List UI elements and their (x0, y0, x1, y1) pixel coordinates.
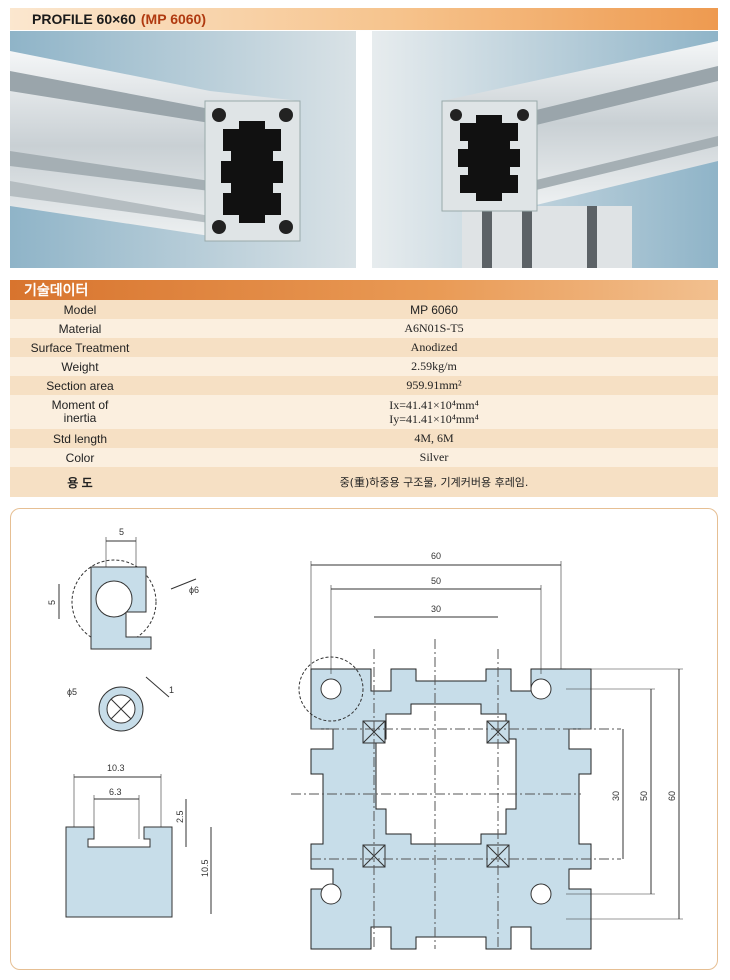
spec-value-ix: Ix=41.41×10⁴mm⁴ (389, 398, 479, 412)
dim-30-top: 30 (431, 604, 441, 614)
dim-1: 1 (169, 685, 174, 695)
spec-value: 4M, 6M (414, 431, 454, 445)
dim-2-5: 2.5 (175, 810, 185, 823)
spec-value: Silver (419, 450, 449, 464)
dim-slot-5: 5 (119, 527, 124, 537)
spec-label: Color (65, 450, 95, 465)
table-row: Std length 4M, 6M (10, 429, 718, 448)
table-row: Model MP 6060 (10, 300, 718, 319)
dim-50-side: 50 (639, 791, 649, 801)
spec-value: MP 6060 (410, 302, 458, 317)
technical-drawing: 60 50 30 30 50 60 5 5 ϕ6 ϕ5 1 10.3 6.3 2… (10, 508, 718, 970)
spec-label: Weight (61, 359, 99, 374)
spec-label: Section area (46, 378, 114, 393)
spec-section-title: 기술데이터 (10, 280, 718, 300)
dim-60-top: 60 (431, 551, 441, 561)
main-cross-section (298, 656, 592, 950)
dim-10-3: 10.3 (107, 763, 125, 773)
dim-10-5: 10.5 (200, 859, 210, 877)
spec-label: Model (63, 302, 97, 317)
profile-title: PROFILE 60×60 (32, 11, 136, 27)
dim-60-side: 60 (667, 791, 677, 801)
dim-6-3: 6.3 (109, 787, 122, 797)
table-row: Material A6N01S-T5 (10, 319, 718, 338)
dim-phi6: ϕ6 (189, 585, 199, 595)
spec-value: 중(重)하중용 구조물, 기계커버용 후레임. (339, 476, 529, 489)
spec-label-text: Moment of inertia (51, 398, 109, 425)
spec-label: Surface Treatment (30, 340, 130, 355)
spec-value-iy: Iy=41.41×10⁴mm⁴ (389, 412, 479, 426)
spec-label: 용 도 (67, 475, 93, 490)
table-row: Color Silver (10, 448, 718, 467)
spec-table: Model MP 6060 Material A6N01S-T5 Surface… (10, 300, 718, 497)
table-row: Moment of inertia Ix=41.41×10⁴mm⁴ Iy=41.… (10, 395, 718, 429)
spec-value: Ix=41.41×10⁴mm⁴ Iy=41.41×10⁴mm⁴ (150, 395, 718, 429)
page-title: PROFILE 60×60 (MP 6060) (10, 8, 718, 30)
table-row: Surface Treatment Anodized (10, 338, 718, 357)
dim-slot-5-side: 5 (47, 600, 57, 605)
detail-corner-hole (58, 537, 197, 650)
spec-value: Anodized (410, 340, 458, 354)
dim-30-side: 30 (611, 791, 621, 801)
profile-model: (MP 6060) (140, 11, 206, 27)
dim-50-top: 50 (431, 576, 441, 586)
spec-value: A6N01S-T5 (404, 321, 464, 335)
spec-label: Material (58, 321, 102, 336)
spec-label: Std length (52, 431, 108, 446)
profile-photo-right (372, 31, 718, 268)
detail-small-core (98, 676, 170, 732)
spec-value: 2.59kg/m (411, 359, 457, 373)
detail-groove (65, 774, 212, 918)
table-row: Weight 2.59kg/m (10, 357, 718, 376)
spec-value: 959.91mm² (406, 378, 462, 392)
table-row: Section area 959.91mm² (10, 376, 718, 395)
profile-photo-left (10, 31, 356, 268)
dim-phi5: ϕ5 (67, 687, 77, 697)
spec-label: Moment of inertia (10, 395, 150, 429)
table-row: 용 도 중(重)하중용 구조물, 기계커버용 후레임. (10, 467, 718, 497)
